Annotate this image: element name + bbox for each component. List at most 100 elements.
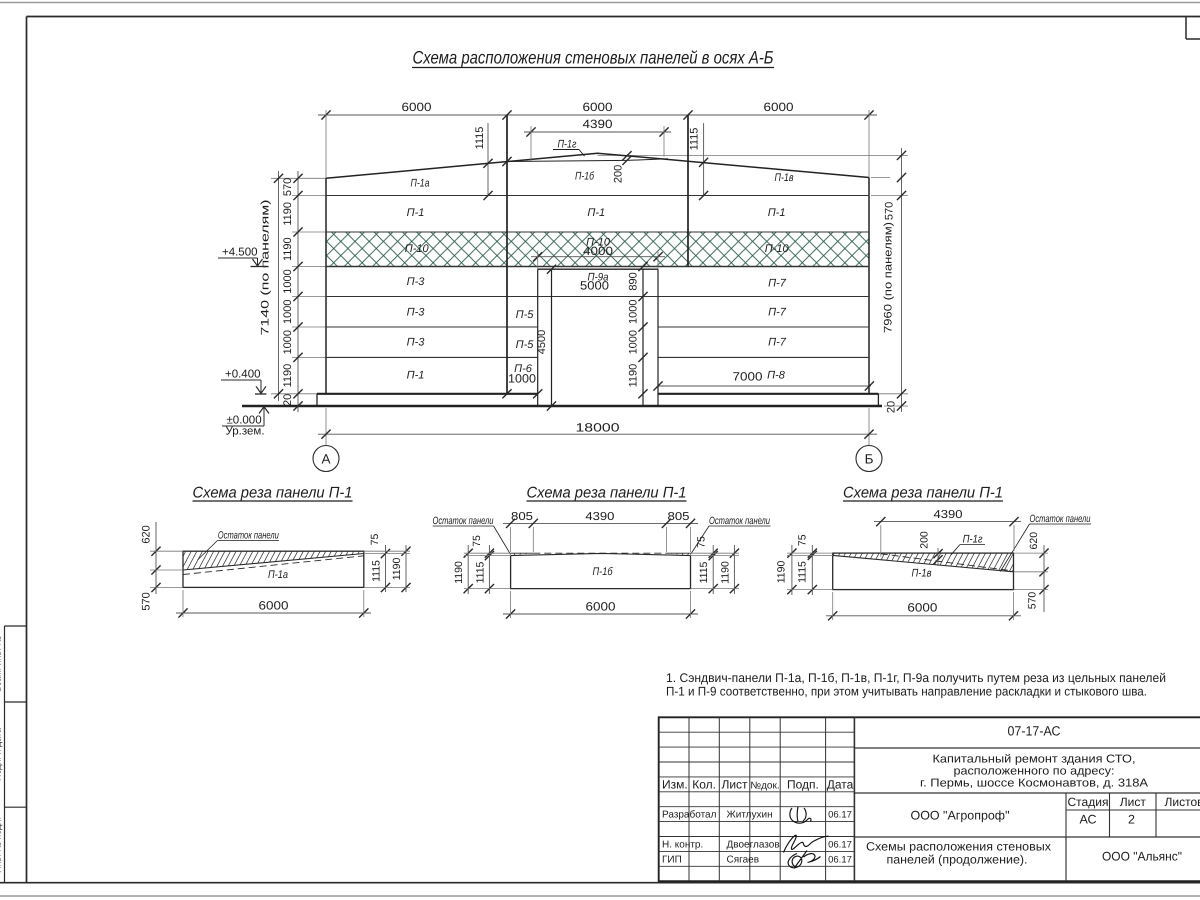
svg-text:2: 2 <box>1128 813 1135 827</box>
svg-text:Стадия: Стадия <box>1068 795 1109 809</box>
svg-text:Схема расположения стеновых па: Схема расположения стеновых панелей в ос… <box>413 48 774 68</box>
svg-text:07-17-АС: 07-17-АС <box>1008 724 1061 739</box>
svg-text:570: 570 <box>282 178 294 196</box>
svg-text:1000: 1000 <box>282 330 294 354</box>
svg-text:6000: 6000 <box>586 600 616 614</box>
svg-text:Остаток панели: Остаток панели <box>433 515 494 527</box>
svg-text:805: 805 <box>511 511 533 523</box>
svg-text:Лист: Лист <box>1120 795 1147 809</box>
svg-text:1190: 1190 <box>282 364 294 388</box>
svg-text:П-1б: П-1б <box>593 566 614 578</box>
svg-text:1115: 1115 <box>474 127 486 150</box>
svg-text:П-1: П-1 <box>587 207 605 219</box>
svg-text:Сягаев: Сягаев <box>727 854 760 865</box>
svg-text:1190: 1190 <box>628 364 640 388</box>
svg-text:Остаток панели: Остаток панели <box>1030 513 1091 525</box>
svg-text:Н. контр.: Н. контр. <box>662 840 703 851</box>
svg-text:расположенного по адресу:: расположенного по адресу: <box>954 766 1115 778</box>
svg-text:1000: 1000 <box>282 300 294 324</box>
svg-text:570: 570 <box>141 592 153 610</box>
svg-text:20: 20 <box>886 401 898 413</box>
svg-text:П-10: П-10 <box>586 237 611 249</box>
svg-text:4390: 4390 <box>585 511 614 523</box>
svg-text:П-1: П-1 <box>768 207 786 219</box>
svg-text:Житлухин: Житлухин <box>727 810 773 821</box>
svg-text:1000: 1000 <box>282 269 294 293</box>
svg-text:1000: 1000 <box>628 300 640 324</box>
svg-text:+4.500: +4.500 <box>222 247 258 259</box>
svg-text:Схема реза панели П-1: Схема реза панели П-1 <box>193 485 353 502</box>
svg-text:200: 200 <box>613 165 625 183</box>
svg-text:06.17: 06.17 <box>828 810 852 821</box>
svg-text:6000: 6000 <box>583 100 613 114</box>
svg-text:Инв. № подл.: Инв. № подл. <box>0 817 3 873</box>
svg-text:1115: 1115 <box>371 560 383 582</box>
svg-text:6000: 6000 <box>764 100 794 114</box>
svg-text:П-1: П-1 <box>407 207 425 219</box>
svg-text:4390: 4390 <box>934 509 963 521</box>
svg-text:1115: 1115 <box>698 561 710 583</box>
svg-text:±0.000: ±0.000 <box>227 415 262 427</box>
svg-text:Лист: Лист <box>721 778 748 792</box>
svg-text:805: 805 <box>668 511 690 523</box>
svg-text:570: 570 <box>884 202 896 220</box>
svg-text:4000: 4000 <box>583 244 613 258</box>
svg-text:Кол.: Кол. <box>692 778 716 792</box>
svg-text:Разработал: Разработал <box>662 810 717 821</box>
svg-text:6000: 6000 <box>259 599 289 613</box>
svg-text:890: 890 <box>628 272 640 290</box>
svg-text:АС: АС <box>1079 813 1096 827</box>
svg-text:П-7: П-7 <box>768 278 787 290</box>
svg-text:П-1а: П-1а <box>268 569 288 581</box>
svg-text:1190: 1190 <box>391 558 403 581</box>
svg-text:Подп. и дата: Подп. и дата <box>0 728 3 781</box>
svg-text:П-1г: П-1г <box>963 534 983 546</box>
svg-text:7000: 7000 <box>733 370 763 384</box>
svg-text:ООО "Агропроф": ООО "Агропроф" <box>911 809 1010 823</box>
svg-text:200: 200 <box>918 531 930 549</box>
svg-text:П-8: П-8 <box>767 369 786 381</box>
svg-text:Дата: Дата <box>827 778 854 792</box>
svg-text:1115: 1115 <box>797 561 809 583</box>
svg-text:5000: 5000 <box>580 279 609 293</box>
svg-text:П-3: П-3 <box>407 337 426 349</box>
svg-text:1115: 1115 <box>474 561 486 583</box>
svg-text:+0.400: +0.400 <box>225 369 261 381</box>
svg-text:П-1в: П-1в <box>912 568 932 580</box>
svg-text:Подп.: Подп. <box>787 778 819 792</box>
svg-text:Б: Б <box>865 452 874 467</box>
svg-text:П-10: П-10 <box>765 243 790 255</box>
svg-text:Схемы расположения стеновых: Схемы расположения стеновых <box>866 839 1051 853</box>
svg-text:7960 (по панелям): 7960 (по панелям) <box>883 222 895 333</box>
svg-text:75: 75 <box>797 534 809 546</box>
svg-text:П-1: П-1 <box>407 370 425 382</box>
svg-text:620: 620 <box>1028 532 1040 550</box>
svg-text:1190: 1190 <box>282 237 294 261</box>
svg-text:4500: 4500 <box>536 330 548 354</box>
svg-text:1115: 1115 <box>689 128 701 151</box>
svg-text:П-3: П-3 <box>407 276 426 288</box>
svg-text:П-1в: П-1в <box>775 172 794 184</box>
svg-text:6000: 6000 <box>402 100 432 114</box>
svg-text:4390: 4390 <box>583 117 613 131</box>
svg-text:18000: 18000 <box>576 421 620 435</box>
svg-text:1000: 1000 <box>628 330 640 354</box>
svg-text:П-1б: П-1б <box>575 171 595 183</box>
svg-text:1190: 1190 <box>719 561 731 584</box>
svg-text:П-10: П-10 <box>405 243 430 255</box>
svg-text:75: 75 <box>471 535 483 547</box>
svg-text:570: 570 <box>1026 592 1038 610</box>
svg-text:Взам. инв. №: Взам. инв. № <box>0 636 3 692</box>
svg-text:Капитальный ремонт здания СТО,: Капитальный ремонт здания СТО, <box>933 754 1136 766</box>
svg-text:панелей (продолжение).: панелей (продолжение). <box>887 852 1028 866</box>
svg-text:Остаток панели: Остаток панели <box>218 530 279 542</box>
svg-text:Двоеглазов: Двоеглазов <box>727 840 780 851</box>
svg-text:П-9а: П-9а <box>588 271 609 283</box>
svg-text:г. Пермь, шоссе Космонавтов, д: г. Пермь, шоссе Космонавтов, д. 318А <box>920 778 1148 790</box>
svg-text:1000: 1000 <box>508 372 536 386</box>
svg-text:1190: 1190 <box>776 561 788 584</box>
svg-text:П-1а: П-1а <box>411 178 430 190</box>
svg-text:ООО "Альянс": ООО "Альянс" <box>1102 850 1182 864</box>
svg-text:Остаток панели: Остаток панели <box>709 515 770 527</box>
svg-text:1190: 1190 <box>282 202 294 226</box>
